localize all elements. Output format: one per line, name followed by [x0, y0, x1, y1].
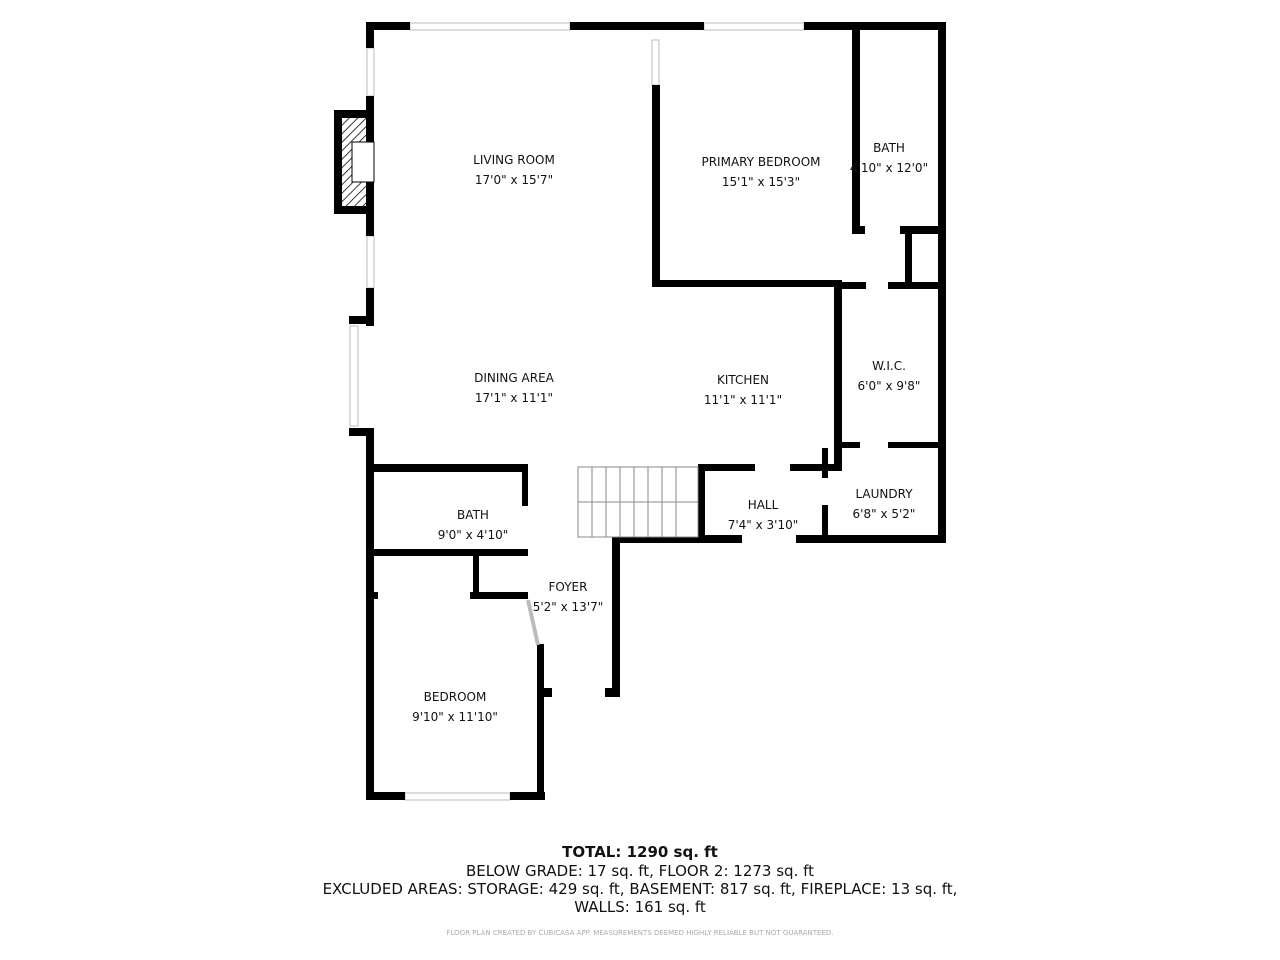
room-name: BATH — [457, 508, 489, 522]
room-size: 11'1" x 11'1" — [703, 393, 783, 407]
room-name: FOYER — [548, 580, 588, 594]
room-size: 4'10" x 12'0" — [849, 161, 929, 175]
excluded-areas: EXCLUDED AREAS: STORAGE: 429 sq. ft, BAS… — [322, 880, 958, 898]
room-size: 17'1" x 11'1" — [474, 391, 554, 405]
room-primary-bath: BATH 4'10" x 12'0" — [850, 138, 928, 178]
room-foyer: FOYER 5'2" x 13'7" — [533, 577, 604, 617]
room-laundry: LAUNDRY 6'8" x 5'2" — [853, 484, 916, 524]
room-wic: W.I.C. 6'0" x 9'8" — [858, 356, 921, 396]
room-name: PRIMARY BEDROOM — [701, 155, 821, 169]
room-name: DINING AREA — [474, 371, 554, 385]
room-primary-bedroom: PRIMARY BEDROOM 15'1" x 15'3" — [701, 152, 820, 192]
room-name: LAUNDRY — [855, 487, 913, 501]
room-dining-area: DINING AREA 17'1" x 11'1" — [474, 368, 554, 408]
windows — [349, 22, 805, 801]
room-kitchen: KITCHEN 11'1" x 11'1" — [704, 370, 782, 410]
walls-area: WALLS: 161 sq. ft — [574, 898, 706, 916]
room-bedroom: BEDROOM 9'10" x 11'10" — [412, 687, 498, 727]
room-bath: BATH 9'0" x 4'10" — [438, 505, 509, 545]
room-name: W.I.C. — [872, 359, 906, 373]
room-size: 17'0" x 15'7" — [474, 173, 554, 187]
room-name: HALL — [747, 498, 779, 512]
room-size: 9'0" x 4'10" — [437, 528, 509, 542]
room-size: 15'1" x 15'3" — [721, 175, 801, 189]
room-size: 9'10" x 11'10" — [412, 710, 498, 724]
room-name: KITCHEN — [717, 373, 769, 387]
room-size: 5'2" x 13'7" — [532, 600, 604, 614]
room-size: 6'8" x 5'2" — [852, 507, 916, 521]
fireplace-hearth — [351, 141, 375, 183]
room-name: BATH — [873, 141, 905, 155]
total-area: TOTAL: 1290 sq. ft — [562, 843, 718, 861]
room-size: 6'0" x 9'8" — [857, 379, 921, 393]
room-name: LIVING ROOM — [473, 153, 555, 167]
room-size: 7'4" x 3'10" — [727, 518, 799, 532]
walls — [334, 22, 946, 800]
room-hall: HALL 7'4" x 3'10" — [728, 495, 799, 535]
credit-note: FLOOR PLAN CREATED BY CUBICASA APP. MEAS… — [446, 929, 834, 937]
room-living-room: LIVING ROOM 17'0" x 15'7" — [473, 150, 555, 190]
foyer-door — [526, 599, 540, 646]
stairs — [577, 466, 699, 538]
room-name: BEDROOM — [423, 690, 487, 704]
area-breakdown: BELOW GRADE: 17 sq. ft, FLOOR 2: 1273 sq… — [465, 862, 815, 880]
